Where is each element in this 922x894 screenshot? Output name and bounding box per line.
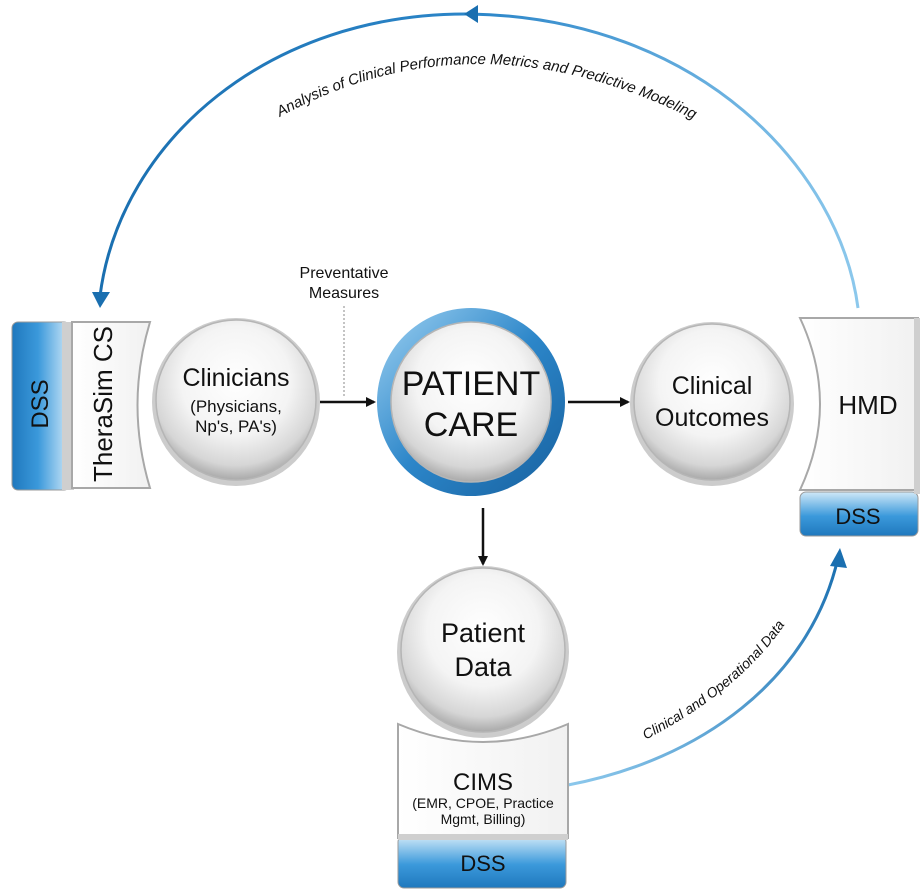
right-label-panel bbox=[798, 317, 919, 491]
bottom-label-panel bbox=[397, 722, 569, 839]
bottom-panel: CIMS (EMR, CPOE, Practice Mgmt, Billing)… bbox=[397, 722, 569, 889]
clinicians-title: Clinicians bbox=[183, 364, 290, 392]
top-arc-label: Analysis of Clinical Performance Metrics… bbox=[273, 51, 700, 123]
bottom-dss-label: DSS bbox=[460, 851, 505, 876]
arc-left-arrowhead bbox=[92, 292, 110, 308]
node-patient-care: PATIENT CARE bbox=[377, 308, 565, 496]
arc-bottom-arrowhead bbox=[830, 548, 847, 568]
patient-care-line1: PATIENT bbox=[402, 365, 541, 403]
node-patient-data: Patient Data bbox=[397, 566, 569, 738]
bottom-panel-label: CIMS bbox=[453, 769, 513, 796]
left-dss-label: DSS bbox=[27, 379, 54, 428]
node-clinicians: Clinicians (Physicians, Np's, PA's) bbox=[152, 318, 320, 486]
right-panel-label: HMD bbox=[838, 390, 897, 420]
bottom-panel-sub2: Mgmt, Billing) bbox=[441, 811, 526, 827]
right-dss-label: DSS bbox=[835, 504, 880, 529]
node-clinical-outcomes: Clinical Outcomes bbox=[630, 322, 794, 486]
clinical-outcomes-line1: Clinical bbox=[672, 372, 753, 400]
patient-data-line2: Data bbox=[454, 652, 512, 682]
patient-care-line2: CARE bbox=[424, 406, 518, 444]
feedback-arc-bottom bbox=[567, 557, 840, 787]
right-panel: HMD DSS bbox=[798, 317, 920, 537]
preventative-line1: Preventative bbox=[300, 265, 389, 282]
bottom-arc-label: Clinical and Operational Data bbox=[640, 617, 788, 743]
bottom-panel-sub1: (EMR, CPOE, Practice bbox=[412, 795, 554, 811]
clinicians-sub2: Np's, PA's) bbox=[195, 417, 277, 436]
right-dss-bar bbox=[799, 491, 919, 537]
preventative-line2: Measures bbox=[309, 285, 379, 302]
clinicians-sub1: (Physicians, bbox=[190, 397, 282, 416]
left-panel: DSS TheraSim CS bbox=[11, 321, 152, 491]
left-label-panel bbox=[71, 321, 152, 489]
clinical-outcomes-line2: Outcomes bbox=[655, 404, 769, 432]
left-panel-label: TheraSim CS bbox=[88, 326, 118, 482]
patient-data-line1: Patient bbox=[441, 618, 526, 648]
arc-top-arrowhead bbox=[464, 5, 478, 23]
